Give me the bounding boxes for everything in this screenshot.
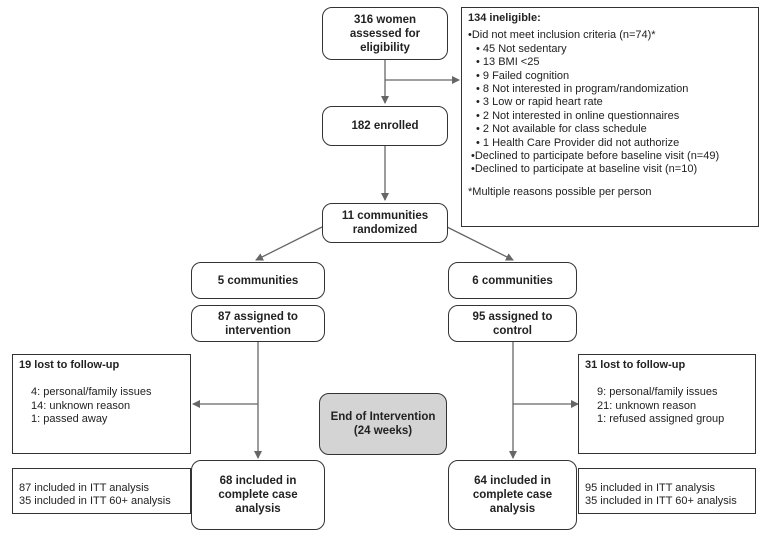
ineligible-item: • 3 Low or rapid heart rate bbox=[476, 96, 603, 109]
left-communities-label: 5 communities bbox=[217, 274, 299, 287]
right-included-box: 64 included in complete case analysis bbox=[448, 460, 577, 530]
end-of-intervention-box: End of Intervention (24 weeks) bbox=[319, 393, 447, 455]
right-lost-box: 31 lost to follow-up 9: personal/family … bbox=[578, 354, 756, 454]
ineligible-item: •Declined to participate before baseline… bbox=[471, 150, 720, 163]
left-lost-line: 1: passed away bbox=[31, 413, 108, 426]
ineligible-item: • 9 Failed cognition bbox=[476, 69, 570, 82]
left-itt-line: 87 included in ITT analysis bbox=[19, 482, 150, 494]
ineligible-item: • 13 BMI <25 bbox=[476, 56, 540, 69]
ineligible-item: •Declined to participate at baseline vis… bbox=[471, 163, 698, 176]
right-itt-box: 95 included in ITT analysis 35 included … bbox=[578, 468, 756, 514]
assessed-label: 316 women assessed for eligibility bbox=[349, 13, 421, 54]
ineligible-item: •Did not meet inclusion criteria (n=74)* bbox=[468, 29, 656, 42]
left-lost-title: 19 lost to follow-up bbox=[19, 359, 120, 371]
ineligible-item: • 8 Not interested in program/randomizat… bbox=[476, 83, 689, 96]
ineligible-item: • 1 Health Care Provider did not authori… bbox=[476, 136, 680, 149]
end-of-intervention-label: End of Intervention (24 weeks) bbox=[330, 411, 436, 437]
right-included-label: 64 included in complete case analysis bbox=[472, 475, 553, 515]
left-assigned-box: 87 assigned to intervention bbox=[191, 305, 325, 342]
arrow-to-left-communities bbox=[255, 226, 323, 261]
arrow-to-right-communities bbox=[446, 226, 514, 261]
right-assigned-box: 95 assigned to control bbox=[448, 305, 577, 342]
ineligible-item: • 45 Not sedentary bbox=[476, 42, 567, 55]
right-lost-line: 1: refused assigned group bbox=[597, 413, 725, 426]
ineligible-footnote: *Multiple reasons possible per person bbox=[468, 185, 652, 198]
left-itt-line: 35 included in ITT 60+ analysis bbox=[19, 495, 171, 508]
right-itt-line: 35 included in ITT 60+ analysis bbox=[585, 495, 737, 508]
ineligible-item: • 2 Not available for class schedule bbox=[476, 123, 647, 136]
left-included-label: 68 included in complete case analysis bbox=[218, 475, 298, 515]
left-lost-line: 14: unknown reason bbox=[31, 399, 131, 412]
left-lost-line: 4: personal/family issues bbox=[31, 386, 152, 399]
randomized-label: 11 communities randomized bbox=[341, 210, 429, 236]
right-assigned-label: 95 assigned to control bbox=[472, 310, 553, 337]
ineligible-item: • 2 Not interested in online questionnai… bbox=[476, 109, 680, 122]
left-itt-box: 87 included in ITT analysis 35 included … bbox=[12, 468, 191, 514]
right-itt-line: 95 included in ITT analysis bbox=[585, 482, 716, 494]
right-communities-box: 6 communities bbox=[448, 262, 577, 299]
randomized-box: 11 communities randomized bbox=[322, 203, 448, 243]
left-communities-box: 5 communities bbox=[191, 262, 325, 299]
left-lost-box: 19 lost to follow-up 4: personal/family … bbox=[12, 354, 191, 454]
left-included-box: 68 included in complete case analysis bbox=[191, 460, 325, 530]
enrolled-label: 182 enrolled bbox=[351, 120, 419, 132]
ineligible-title: 134 ineligible: bbox=[468, 12, 541, 24]
right-communities-label: 6 communities bbox=[472, 274, 553, 287]
ineligible-list: •Did not meet inclusion criteria (n=74)*… bbox=[468, 29, 752, 176]
right-lost-line: 21: unknown reason bbox=[597, 399, 697, 412]
right-lost-line: 9: personal/family issues bbox=[597, 386, 718, 399]
left-assigned-label: 87 assigned to intervention bbox=[218, 310, 298, 337]
right-lost-title: 31 lost to follow-up bbox=[585, 359, 686, 371]
assessed-box: 316 women assessed for eligibility bbox=[322, 7, 448, 60]
enrolled-box: 182 enrolled bbox=[322, 106, 448, 146]
ineligible-box: 134 ineligible: •Did not meet inclusion … bbox=[461, 7, 759, 227]
